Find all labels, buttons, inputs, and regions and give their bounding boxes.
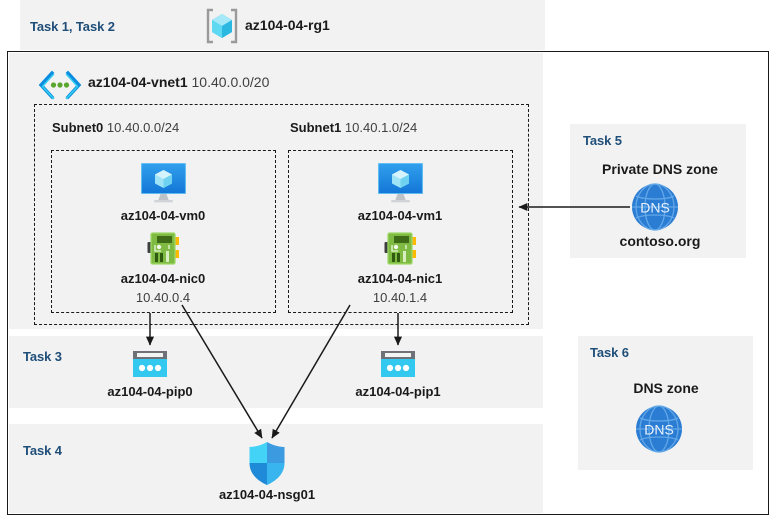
public-ip-address-icon (133, 351, 167, 377)
subnet0-title: Subnet0 10.40.0.0/24 (52, 120, 179, 135)
dns-globe-icon: DNS (636, 405, 682, 453)
network-interface-icon (147, 232, 179, 265)
virtual-network-icon (38, 70, 82, 100)
subnet0-name: Subnet0 (52, 120, 104, 135)
nic1-private-ip: 10.40.1.4 (372, 290, 428, 305)
dns-zone-heading: DNS zone (633, 380, 699, 396)
public-ip-address-icon (381, 351, 415, 377)
subnet0-box (51, 150, 276, 313)
network-interface-icon (384, 232, 416, 265)
svg-text:DNS: DNS (644, 422, 674, 438)
nsg-label: az104-04-nsg01 (218, 487, 316, 502)
task-label-3: Task 3 (23, 349, 62, 364)
subnet1-name: Subnet1 (290, 120, 342, 135)
subnet1-title: Subnet1 10.40.1.0/24 (290, 120, 417, 135)
pip0-label: az104-04-pip0 (107, 384, 193, 399)
task-label-4: Task 4 (23, 443, 62, 458)
task-label-6: Task 6 (590, 345, 629, 360)
network-security-group-shield-icon (249, 442, 285, 485)
vnet-address-space: 10.40.0.0/20 (191, 74, 270, 90)
nic0-private-ip: 10.40.0.4 (135, 290, 191, 305)
resource-group-band (20, 0, 545, 50)
private-dns-zone-heading: Private DNS zone (602, 161, 718, 177)
vnet-name: az104-04-vnet1 (88, 74, 188, 90)
private-dns-zone-name: contoso.org (619, 233, 701, 249)
subnet1-prefix: 10.40.1.0/24 (344, 120, 418, 135)
vm1-label: az104-04-vm1 (357, 208, 443, 223)
subnet1-box (288, 150, 513, 313)
virtual-machine-icon (141, 163, 186, 203)
dns-globe-icon: DNS (632, 183, 678, 231)
virtual-machine-icon (378, 163, 423, 203)
resource-group-name: az104-04-rg1 (245, 17, 330, 33)
vm0-label: az104-04-vm0 (120, 208, 206, 223)
task-label-5: Task 5 (583, 133, 622, 148)
vnet-title: az104-04-vnet1 10.40.0.0/20 (88, 74, 269, 90)
nic1-label: az104-04-nic1 (357, 271, 443, 286)
vnet-band (9, 53, 543, 329)
nic0-label: az104-04-nic0 (120, 271, 206, 286)
subnet0-prefix: 10.40.0.0/24 (106, 120, 180, 135)
resource-group-cube-icon (206, 8, 238, 44)
task-label-1-2: Task 1, Task 2 (30, 19, 115, 34)
pip1-label: az104-04-pip1 (355, 384, 441, 399)
svg-text:DNS: DNS (640, 200, 670, 216)
